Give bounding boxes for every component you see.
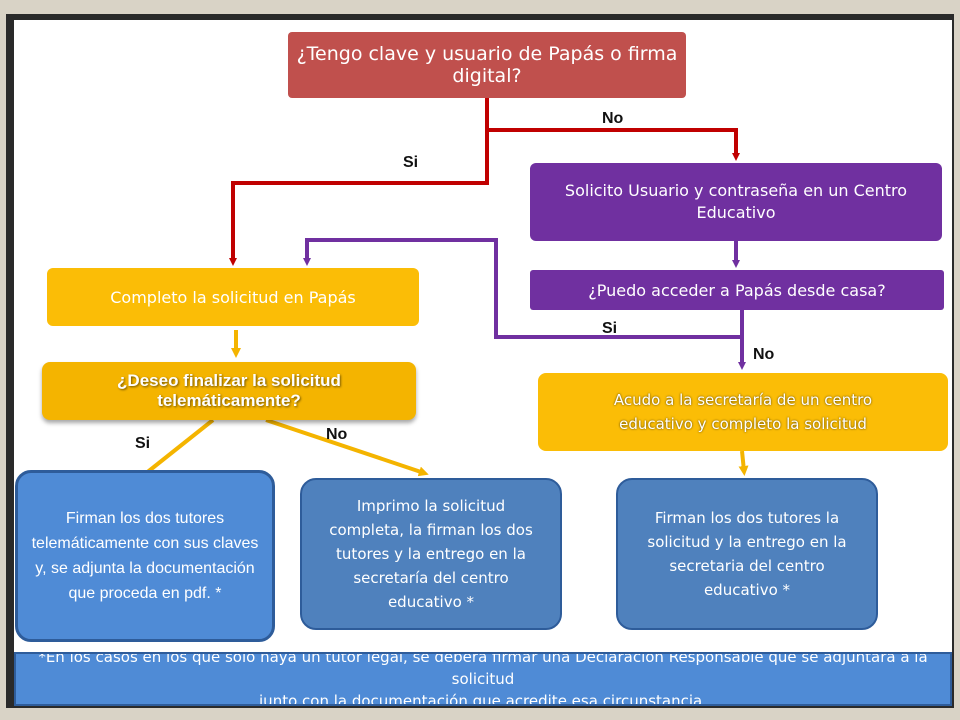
arrow-yes-finish <box>136 418 215 482</box>
print-sign-box: Imprimo la solicitud completa, la firman… <box>300 478 562 630</box>
print-sign-text: Imprimo la solicitud completa, la firman… <box>329 497 533 611</box>
label-yes-home: Si <box>602 320 618 337</box>
request-user-text: Solicito Usuario y contraseña en un Cent… <box>564 181 908 222</box>
question-main-text: ¿Tengo clave y usuario de Papás o firma … <box>296 43 678 87</box>
complete-papas-box: Completo la solicitud en Papás <box>47 268 419 326</box>
sign-deliver-text: Firman los dos tutores la solicitud y la… <box>647 509 847 599</box>
arrow-secretary-sign <box>738 450 749 476</box>
arrow-yes-main <box>229 130 489 266</box>
question-main-box: ¿Tengo clave y usuario de Papás o firma … <box>288 32 686 98</box>
question-home-text: ¿Puedo acceder a Papás desde casa? <box>588 280 886 300</box>
label-no-main: No <box>602 110 624 127</box>
arrow-no-main <box>485 98 740 161</box>
label-yes-finish: Si <box>135 435 151 452</box>
question-home-box: ¿Puedo acceder a Papás desde casa? <box>530 270 944 310</box>
go-secretary-text: Acudo a la secretaría de un centro educa… <box>613 391 873 433</box>
label-yes-main: Si <box>403 154 419 171</box>
request-user-box: Solicito Usuario y contraseña en un Cent… <box>530 163 942 241</box>
sign-online-text: Firman los dos tutores telemáticamente c… <box>31 510 259 602</box>
label-no-finish: No <box>326 426 348 443</box>
complete-papas-text: Completo la solicitud en Papás <box>110 287 356 307</box>
footnote-text: *En los casos en los que sólo haya un tu… <box>38 652 928 706</box>
footnote-box: *En los casos en los que sólo haya un tu… <box>14 652 952 706</box>
question-finish-box: ¿Deseo finalizar la solicitud telemática… <box>42 362 416 420</box>
sign-deliver-box: Firman los dos tutores la solicitud y la… <box>616 478 878 630</box>
question-finish-text: ¿Deseo finalizar la solicitud telemática… <box>117 371 341 410</box>
label-no-home: No <box>753 346 775 363</box>
arrow-yes-home <box>303 238 742 339</box>
sign-online-box: Firman los dos tutores telemáticamente c… <box>15 470 275 642</box>
go-secretary-box: Acudo a la secretaría de un centro educa… <box>538 373 948 451</box>
arrow-no-finish <box>265 418 429 477</box>
